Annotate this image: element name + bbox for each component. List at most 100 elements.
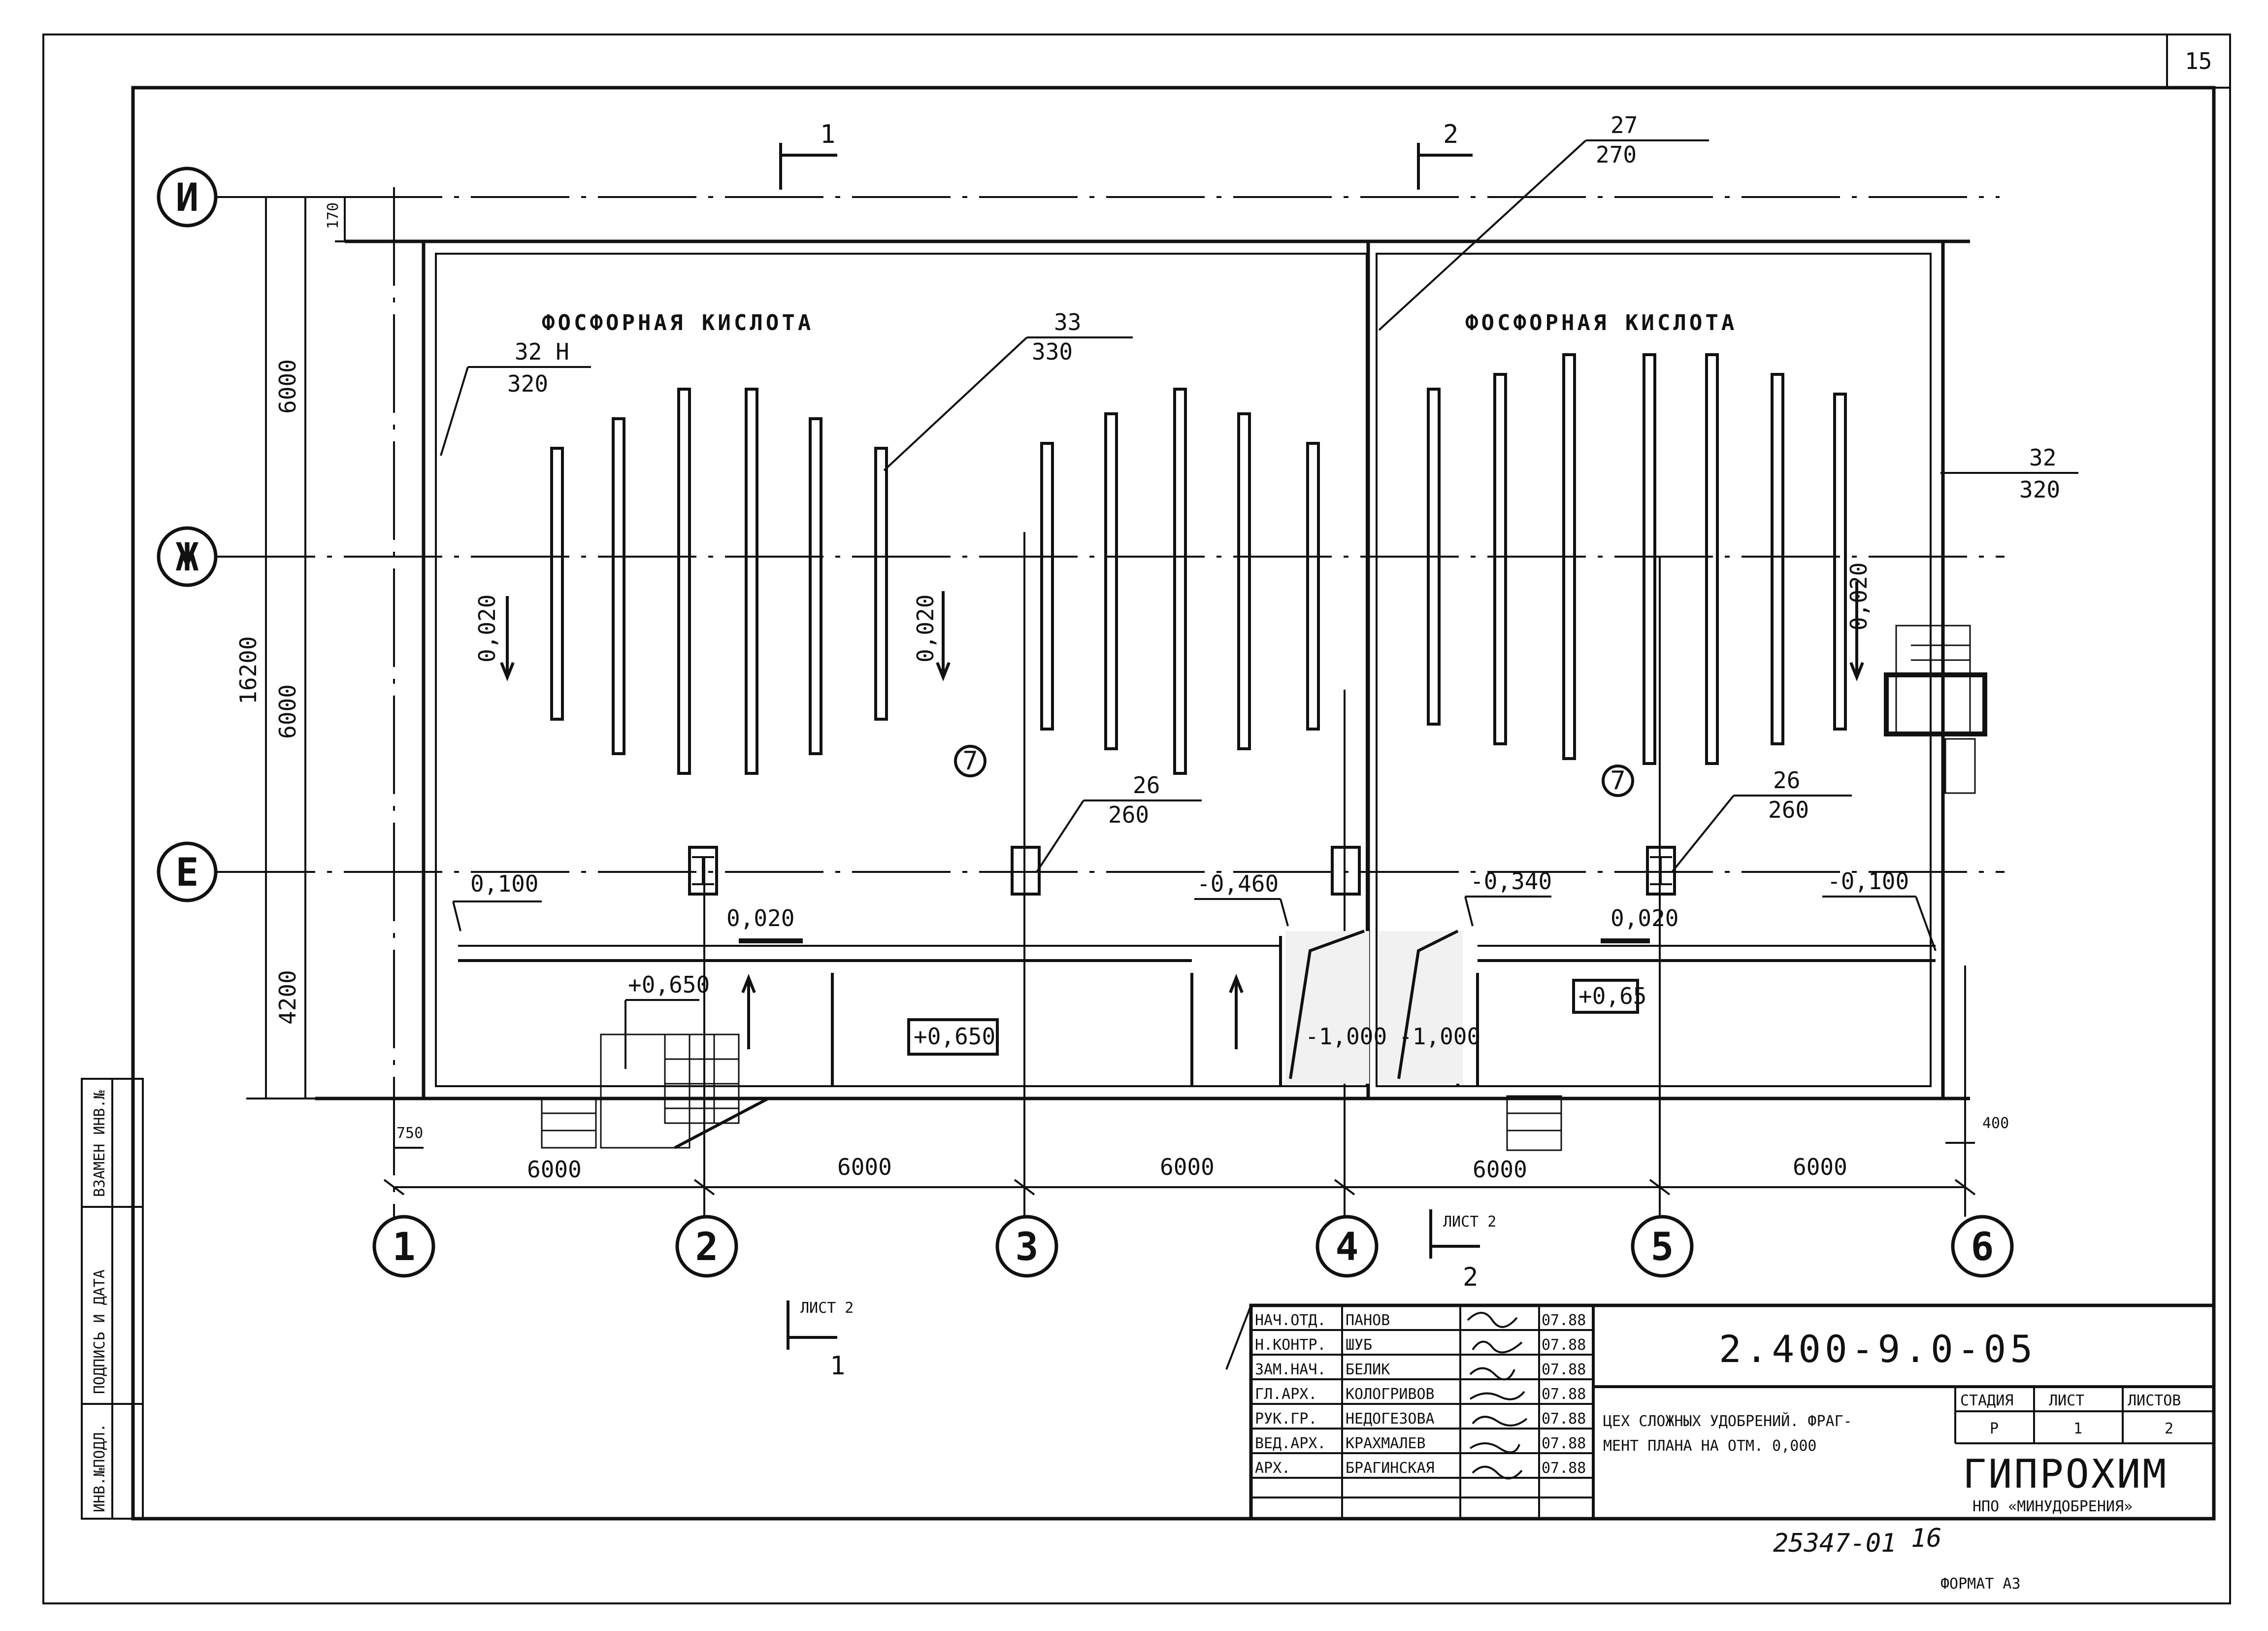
tb-stage-header: СТАДИЯ xyxy=(1960,1392,2013,1409)
callout-32n-top: 32 Н xyxy=(515,338,569,365)
axis-bubble-6 xyxy=(1951,1215,2014,1278)
tb-date-0: 07.88 xyxy=(1542,1312,1586,1329)
sheet-ref-right: ЛИСТ 2 xyxy=(1443,1213,1496,1231)
dim-v-6000-b: 6000 xyxy=(274,684,301,739)
side-stamp: ИНВ.№ПОДЛ. ПОДПИСЬ И ДАТА ВЗАМЕН ИНВ.№ xyxy=(81,1078,144,1520)
axis-label-Е: Е xyxy=(176,851,199,895)
elev-e8: +0,650 xyxy=(914,1023,995,1050)
tb-date-5: 07.88 xyxy=(1542,1435,1586,1452)
tb-name-5: КРАХМАЛЕВ xyxy=(1346,1435,1426,1452)
tb-name-6: БРАГИНСКАЯ xyxy=(1346,1460,1435,1477)
callout-27-bottom: 270 xyxy=(1596,141,1637,168)
section-cut-1-bottom: 1 xyxy=(830,1351,845,1381)
tb-sheets-value: 2 xyxy=(2165,1420,2173,1437)
tb-role-3: ГЛ.АРХ. xyxy=(1255,1386,1317,1403)
axis-label-Ж: Ж xyxy=(176,535,199,580)
doc-code: 2.400-9.0-05 xyxy=(1719,1327,2037,1371)
bottom-dimensions: 6000 6000 6000 6000 6000 750 400 xyxy=(383,1115,2009,1196)
structural-columns xyxy=(688,846,1676,896)
tb-role-4: РУК.ГР. xyxy=(1255,1410,1317,1428)
elev-e7: +0,650 xyxy=(628,971,710,998)
elev-e5: 0,020 xyxy=(1611,905,1678,932)
dim-v-6000-a: 6000 xyxy=(274,359,301,414)
archive-suffix: 16 xyxy=(1911,1524,1942,1553)
axis-label-6: 6 xyxy=(1971,1225,1994,1269)
elev-e11: -1,000 xyxy=(1399,1023,1480,1050)
tb-stage-value: Р xyxy=(1990,1420,1999,1437)
axis-bubble-5 xyxy=(1631,1215,1694,1278)
outer-frame xyxy=(42,33,2231,1604)
room-number-right: 7 xyxy=(1610,766,1625,796)
dim-v-4200: 4200 xyxy=(274,970,301,1025)
format-label: ФОРМАТ А3 xyxy=(1940,1575,2021,1593)
tb-role-0: НАЧ.ОТД. xyxy=(1255,1312,1326,1329)
dim-offset-right: 400 xyxy=(1982,1115,2009,1132)
stamp-vzam-inv: ВЗАМЕН ИНВ.№ xyxy=(91,1090,108,1197)
room-number-left: 7 xyxy=(962,746,978,776)
section-cut-1-top: 1 xyxy=(820,120,835,149)
section-marks: 1 2 ЛИСТ 2 1 ЛИСТ 2 2 xyxy=(779,120,1496,1381)
callout-26-right-bottom: 260 xyxy=(1768,797,1809,823)
axis-label-И: И xyxy=(176,176,199,220)
elev-e6: -0,100 xyxy=(1827,868,1909,895)
tb-date-3: 07.88 xyxy=(1542,1386,1586,1403)
tb-role-6: АРХ. xyxy=(1255,1460,1290,1477)
stairs xyxy=(541,625,1987,1151)
tb-name-4: НЕДОГЕЗОВА xyxy=(1346,1410,1435,1428)
room-number-left-circle xyxy=(954,745,986,777)
callout-27-top: 27 xyxy=(1611,112,1638,138)
callout-26-left-bottom: 260 xyxy=(1108,801,1149,828)
tb-date-2: 07.88 xyxy=(1542,1361,1586,1378)
dim-offset-left: 750 xyxy=(396,1125,423,1142)
room-label-right: ФОСФОРНАЯ КИСЛОТА xyxy=(1465,310,1737,335)
elev-e9: +0,65 xyxy=(1578,983,1646,1009)
section-cut-2-bottom: 2 xyxy=(1463,1263,1478,1292)
page-number: 15 xyxy=(2185,48,2212,74)
tb-name-1: ШУБ xyxy=(1346,1336,1372,1354)
callout-26-right-top: 26 xyxy=(1773,767,1800,794)
axis-label-5: 5 xyxy=(1651,1225,1674,1269)
tb-name-2: БЕЛИК xyxy=(1346,1361,1390,1378)
dim-h-6000-3: 6000 xyxy=(1160,1154,1215,1180)
callout-33-top: 33 xyxy=(1054,309,1081,335)
elev-e4: -0,340 xyxy=(1470,868,1552,895)
elevation-marks: 0,100 0,020 -0,460 -0,340 0,020 -0,100 +… xyxy=(452,563,1937,1069)
callout-32n-bottom: 320 xyxy=(507,370,548,397)
tb-sheet-header: ЛИСТ xyxy=(2049,1392,2084,1409)
tb-sheets-header: ЛИСТОВ xyxy=(2128,1392,2181,1409)
stamp-podpis-data: ПОДПИСЬ И ДАТА xyxy=(91,1269,108,1394)
axis-bubble-1 xyxy=(372,1215,435,1278)
elev-e10: -1,000 xyxy=(1305,1023,1387,1050)
organization-sub: НПО «МИНУДОБРЕНИЯ» xyxy=(1972,1498,2133,1515)
axis-label-1: 1 xyxy=(393,1225,416,1269)
doc-description-1: ЦЕХ СЛОЖНЫХ УДОБРЕНИЙ. ФРАГ- xyxy=(1603,1412,1852,1430)
dim-h-6000-1: 6000 xyxy=(527,1156,582,1183)
dim-v-total: 16200 xyxy=(235,636,262,704)
callout-32-top: 32 xyxy=(2029,444,2056,471)
tb-role-5: ВЕД.АРХ. xyxy=(1255,1435,1326,1452)
axis-label-2: 2 xyxy=(695,1225,719,1269)
page-number-box xyxy=(2166,33,2231,89)
tb-date-6: 07.88 xyxy=(1542,1460,1586,1477)
axis-bubble-Ж xyxy=(157,526,218,587)
tb-sheet-value: 1 xyxy=(2073,1420,2082,1437)
elev-e3: -0,460 xyxy=(1197,870,1279,897)
dim-v-170: 170 xyxy=(325,202,342,229)
signatures xyxy=(1467,1312,1528,1480)
tb-role-1: Н.КОНТР. xyxy=(1255,1336,1326,1354)
dim-h-6000-5: 6000 xyxy=(1793,1154,1847,1180)
tb-date-4: 07.88 xyxy=(1542,1410,1586,1428)
axis-bubble-2 xyxy=(675,1215,738,1278)
room-label-left: ФОСФОРНАЯ КИСЛОТА xyxy=(542,310,814,335)
title-block: НАЧ.ОТД. Н.КОНТР. ЗАМ.НАЧ. ГЛ.АРХ. РУК.Г… xyxy=(1225,1303,2216,1521)
elev-e2: 0,020 xyxy=(726,905,794,932)
slope-s3: 0,020 xyxy=(1845,563,1872,631)
tb-role-2: ЗАМ.НАЧ. xyxy=(1255,1361,1326,1378)
dim-h-6000-4: 6000 xyxy=(1473,1156,1527,1183)
callout-33-bottom: 330 xyxy=(1032,338,1073,365)
axis-bubble-3 xyxy=(995,1215,1058,1278)
stamp-inv-podl: ИНВ.№ПОДЛ. xyxy=(91,1423,108,1512)
column-bubbles: 1 2 3 4 5 6 xyxy=(372,1215,2014,1278)
